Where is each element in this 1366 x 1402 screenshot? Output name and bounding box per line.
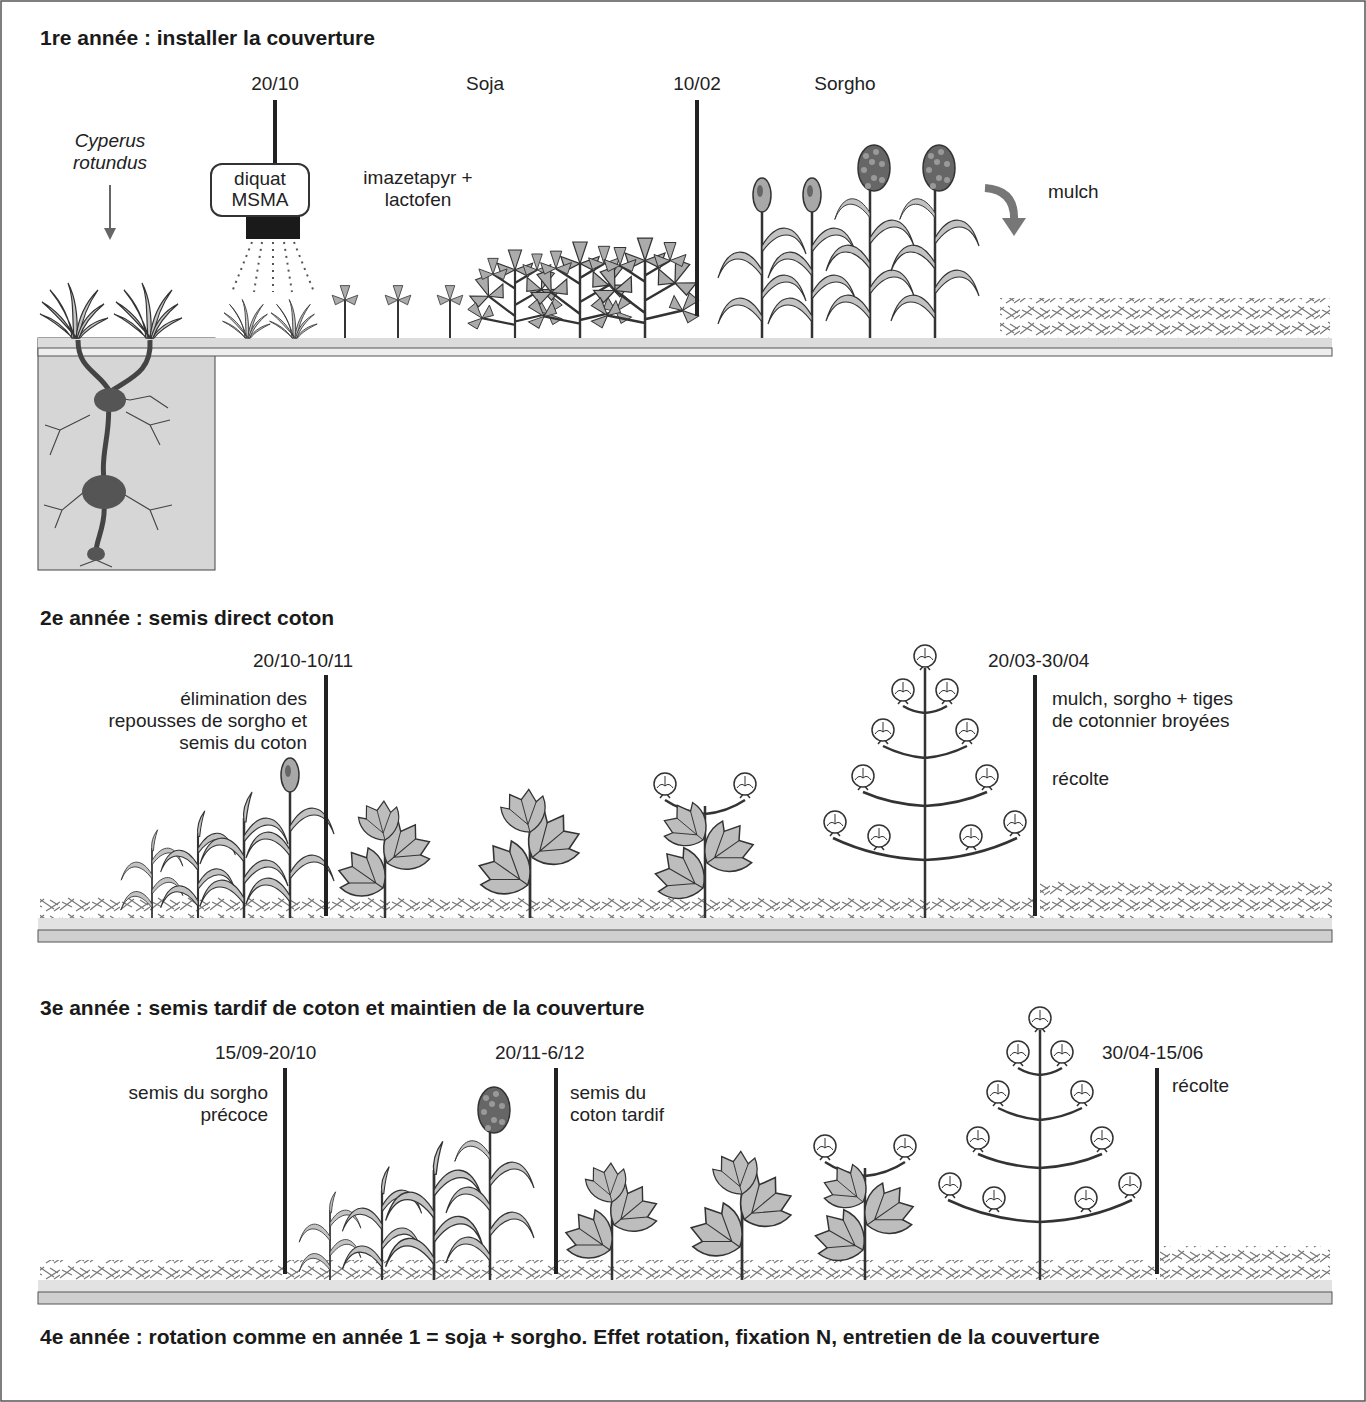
species-label: Cyperus rotundus <box>60 130 160 174</box>
step-note: récolte <box>1052 768 1109 790</box>
step-note: semis du coton tardif <box>570 1082 685 1126</box>
date-label: 20/10 <box>251 73 299 95</box>
mulch-label: mulch <box>1048 181 1099 203</box>
crop-label: Sorgho <box>814 73 875 95</box>
year-heading: 4e année : rotation comme en année 1 = s… <box>40 1325 1100 1349</box>
crop-label: Soja <box>466 73 504 95</box>
date-label: 15/09-20/10 <box>215 1042 316 1064</box>
year-heading: 3e année : semis tardif de coton et main… <box>40 996 645 1020</box>
step-note: élimination des repousses de sorgho et s… <box>107 688 307 754</box>
sprayer-box: diquat MSMA <box>210 163 310 217</box>
year-heading: 2e année : semis direct coton <box>40 606 334 630</box>
product-label: diquat MSMA <box>217 169 303 211</box>
step-note: semis du sorgho précoce <box>118 1082 268 1126</box>
date-label: 20/10-10/11 <box>253 650 353 672</box>
date-label: 10/02 <box>673 73 721 95</box>
date-label: 30/04-15/06 <box>1102 1042 1203 1064</box>
herbicide-label: imazetapyr + lactofen <box>358 167 478 211</box>
step-note: récolte <box>1172 1075 1229 1097</box>
date-label: 20/11-6/12 <box>495 1042 584 1064</box>
year-heading: 1re année : installer la couverture <box>40 26 375 50</box>
step-note: mulch, sorgho + tiges de cotonnier broyé… <box>1052 688 1237 732</box>
date-label: 20/03-30/04 <box>988 650 1089 672</box>
